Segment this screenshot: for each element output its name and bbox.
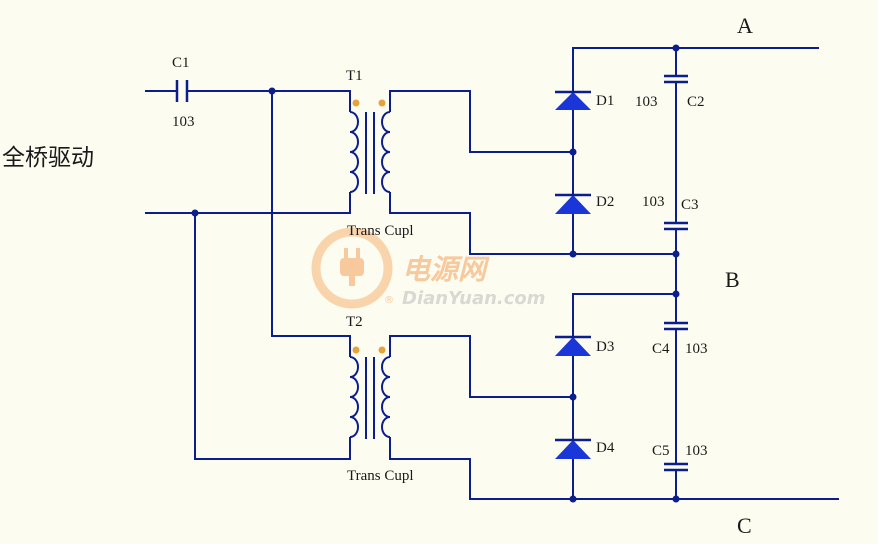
junctions (191, 44, 680, 503)
watermark-reg: ® (384, 295, 394, 306)
wire-t1-top (389, 90, 574, 153)
d2-symbol (555, 193, 591, 214)
c5-symbol (664, 462, 688, 472)
d4-label: D4 (596, 440, 615, 456)
watermark-url: DianYuan.com (402, 288, 546, 309)
c3-name: C3 (681, 197, 699, 213)
labels: 全桥驱动 A B C C1 103 T1 Trans Cupl T2 Trans… (2, 13, 753, 538)
junction-dot (191, 209, 199, 217)
junction-dot (672, 250, 680, 258)
t1-type: Trans Cupl (347, 223, 414, 239)
node-c-label: C (737, 513, 752, 538)
c3-value: 103 (642, 194, 665, 210)
wire-t2-bottom (389, 458, 839, 500)
node-b-label: B (725, 267, 740, 292)
wire-cross-2 (194, 212, 351, 460)
t1-dots (352, 99, 386, 107)
c1-value: 103 (172, 114, 195, 130)
junction-dot (672, 495, 680, 503)
t2-type: Trans Cupl (347, 468, 414, 484)
watermark: 电源网 ® DianYuan.com (311, 227, 546, 309)
d3-symbol (555, 335, 591, 356)
wire-t1-bottom (389, 212, 677, 255)
d1-symbol (555, 90, 591, 110)
c4-name: C4 (652, 341, 670, 357)
junction-dot (569, 393, 577, 401)
t2-symbol (349, 336, 391, 459)
c5-value: 103 (685, 443, 708, 459)
node-a-label: A (737, 13, 753, 38)
plug-icon (340, 248, 364, 286)
wire-cross-1 (271, 90, 351, 337)
c4-value: 103 (685, 341, 708, 357)
c2-value: 103 (635, 94, 658, 110)
title-label: 全桥驱动 (2, 145, 94, 171)
watermark-cn: 电源网 (402, 253, 490, 286)
wire-t2-top (389, 335, 574, 398)
junction-dot (569, 148, 577, 156)
junction-dot (569, 250, 577, 258)
c3-symbol (664, 221, 688, 231)
t2-dots (352, 346, 386, 354)
c2-name: C2 (687, 94, 705, 110)
t1-name: T1 (346, 68, 363, 84)
c1-name: C1 (172, 55, 190, 71)
junction-dot (268, 87, 276, 95)
junction-dot (672, 44, 680, 52)
c4-symbol (664, 321, 688, 331)
junction-dot (672, 290, 680, 298)
d4-symbol (555, 438, 591, 459)
c2-symbol (664, 74, 688, 84)
d2-label: D2 (596, 194, 614, 210)
d1-label: D1 (596, 93, 614, 109)
t2-name: T2 (346, 314, 363, 330)
watermark-logo-ring (311, 227, 393, 309)
wires (145, 47, 839, 500)
junction-dot (569, 495, 577, 503)
d3-label: D3 (596, 339, 614, 355)
c1-symbol (175, 80, 189, 102)
c5-name: C5 (652, 443, 670, 459)
t1-symbol (349, 91, 391, 213)
